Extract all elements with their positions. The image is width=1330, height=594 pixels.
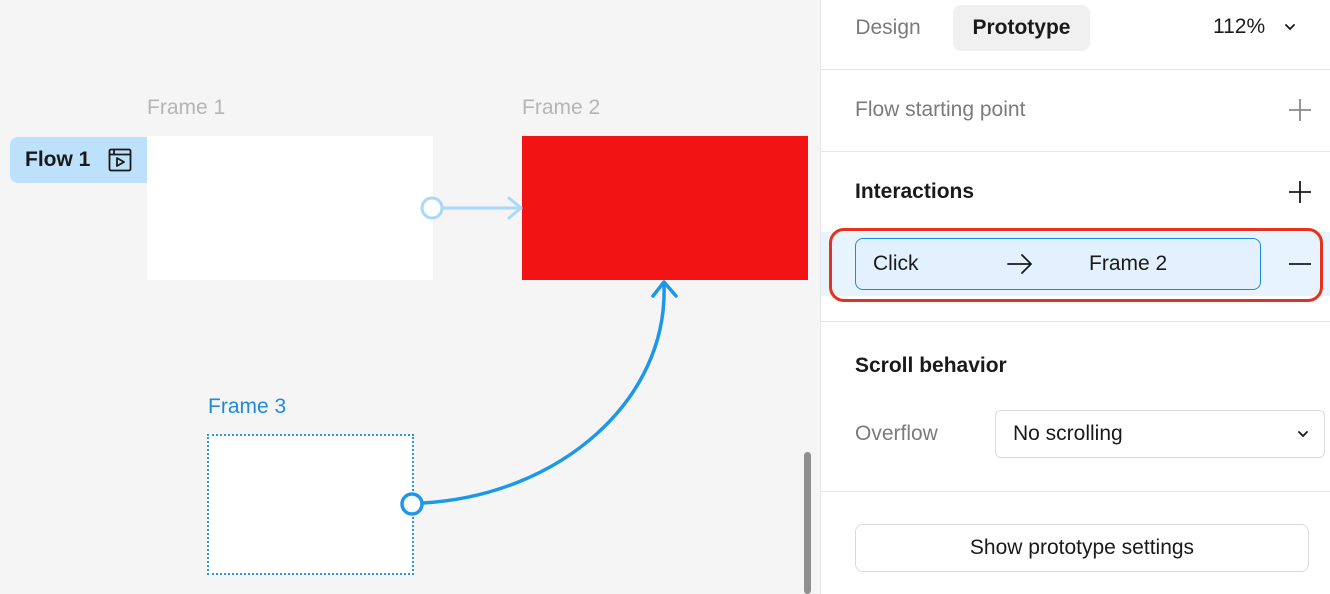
interactions-section: Interactions Click Frame 2 <box>821 152 1330 322</box>
properties-panel: Design Prototype 112% Flow starting poin… <box>820 0 1330 594</box>
frame-1[interactable] <box>147 136 433 280</box>
flow-starting-point-section: Flow starting point <box>821 70 1330 152</box>
zoom-level: 112% <box>1213 15 1266 38</box>
flow-starting-point-title: Flow starting point <box>855 98 1026 121</box>
frame-2[interactable] <box>522 136 808 280</box>
overflow-select[interactable]: No scrolling <box>995 410 1325 458</box>
add-flow-icon[interactable] <box>1287 97 1313 123</box>
show-prototype-settings-button[interactable]: Show prototype settings <box>855 524 1309 572</box>
canvas[interactable]: Frame 1 Frame 2 Frame 3 Flow 1 <box>0 0 820 594</box>
frame-1-label[interactable]: Frame 1 <box>147 96 226 119</box>
canvas-scrollbar[interactable] <box>804 452 811 594</box>
flow-starting-badge[interactable]: Flow 1 <box>10 137 147 183</box>
zoom-dropdown[interactable]: 112% <box>1213 15 1297 39</box>
connector-frame3-frame2[interactable] <box>400 280 678 516</box>
interactions-title: Interactions <box>855 180 975 203</box>
highlight-annotation <box>829 228 1323 302</box>
interaction-trigger: Click <box>873 252 919 275</box>
frame-3[interactable] <box>207 434 414 575</box>
flow-name: Flow 1 <box>25 148 91 171</box>
frame-2-label[interactable]: Frame 2 <box>522 96 601 119</box>
connector-frame1-frame2 <box>420 196 523 220</box>
chevron-down-icon <box>1285 24 1296 30</box>
overflow-value: No scrolling <box>1013 422 1123 445</box>
interaction-item[interactable]: Click Frame 2 <box>855 238 1261 290</box>
tab-prototype[interactable]: Prototype <box>953 5 1090 51</box>
chevron-down-icon <box>1298 431 1308 437</box>
remove-interaction-icon[interactable] <box>1287 251 1313 277</box>
interaction-destination: Frame 2 <box>1089 252 1168 275</box>
arrow-right-icon <box>1007 254 1032 274</box>
panel-tabs: Design Prototype 112% <box>821 0 1330 70</box>
tab-design[interactable]: Design <box>855 16 921 39</box>
scroll-behavior-title: Scroll behavior <box>855 354 1007 377</box>
frame-3-label[interactable]: Frame 3 <box>208 395 287 418</box>
overflow-label: Overflow <box>855 422 938 445</box>
play-frame-icon[interactable] <box>108 148 132 172</box>
scroll-behavior-section: Scroll behavior Overflow No scrolling <box>821 322 1330 492</box>
add-interaction-icon[interactable] <box>1287 179 1313 205</box>
